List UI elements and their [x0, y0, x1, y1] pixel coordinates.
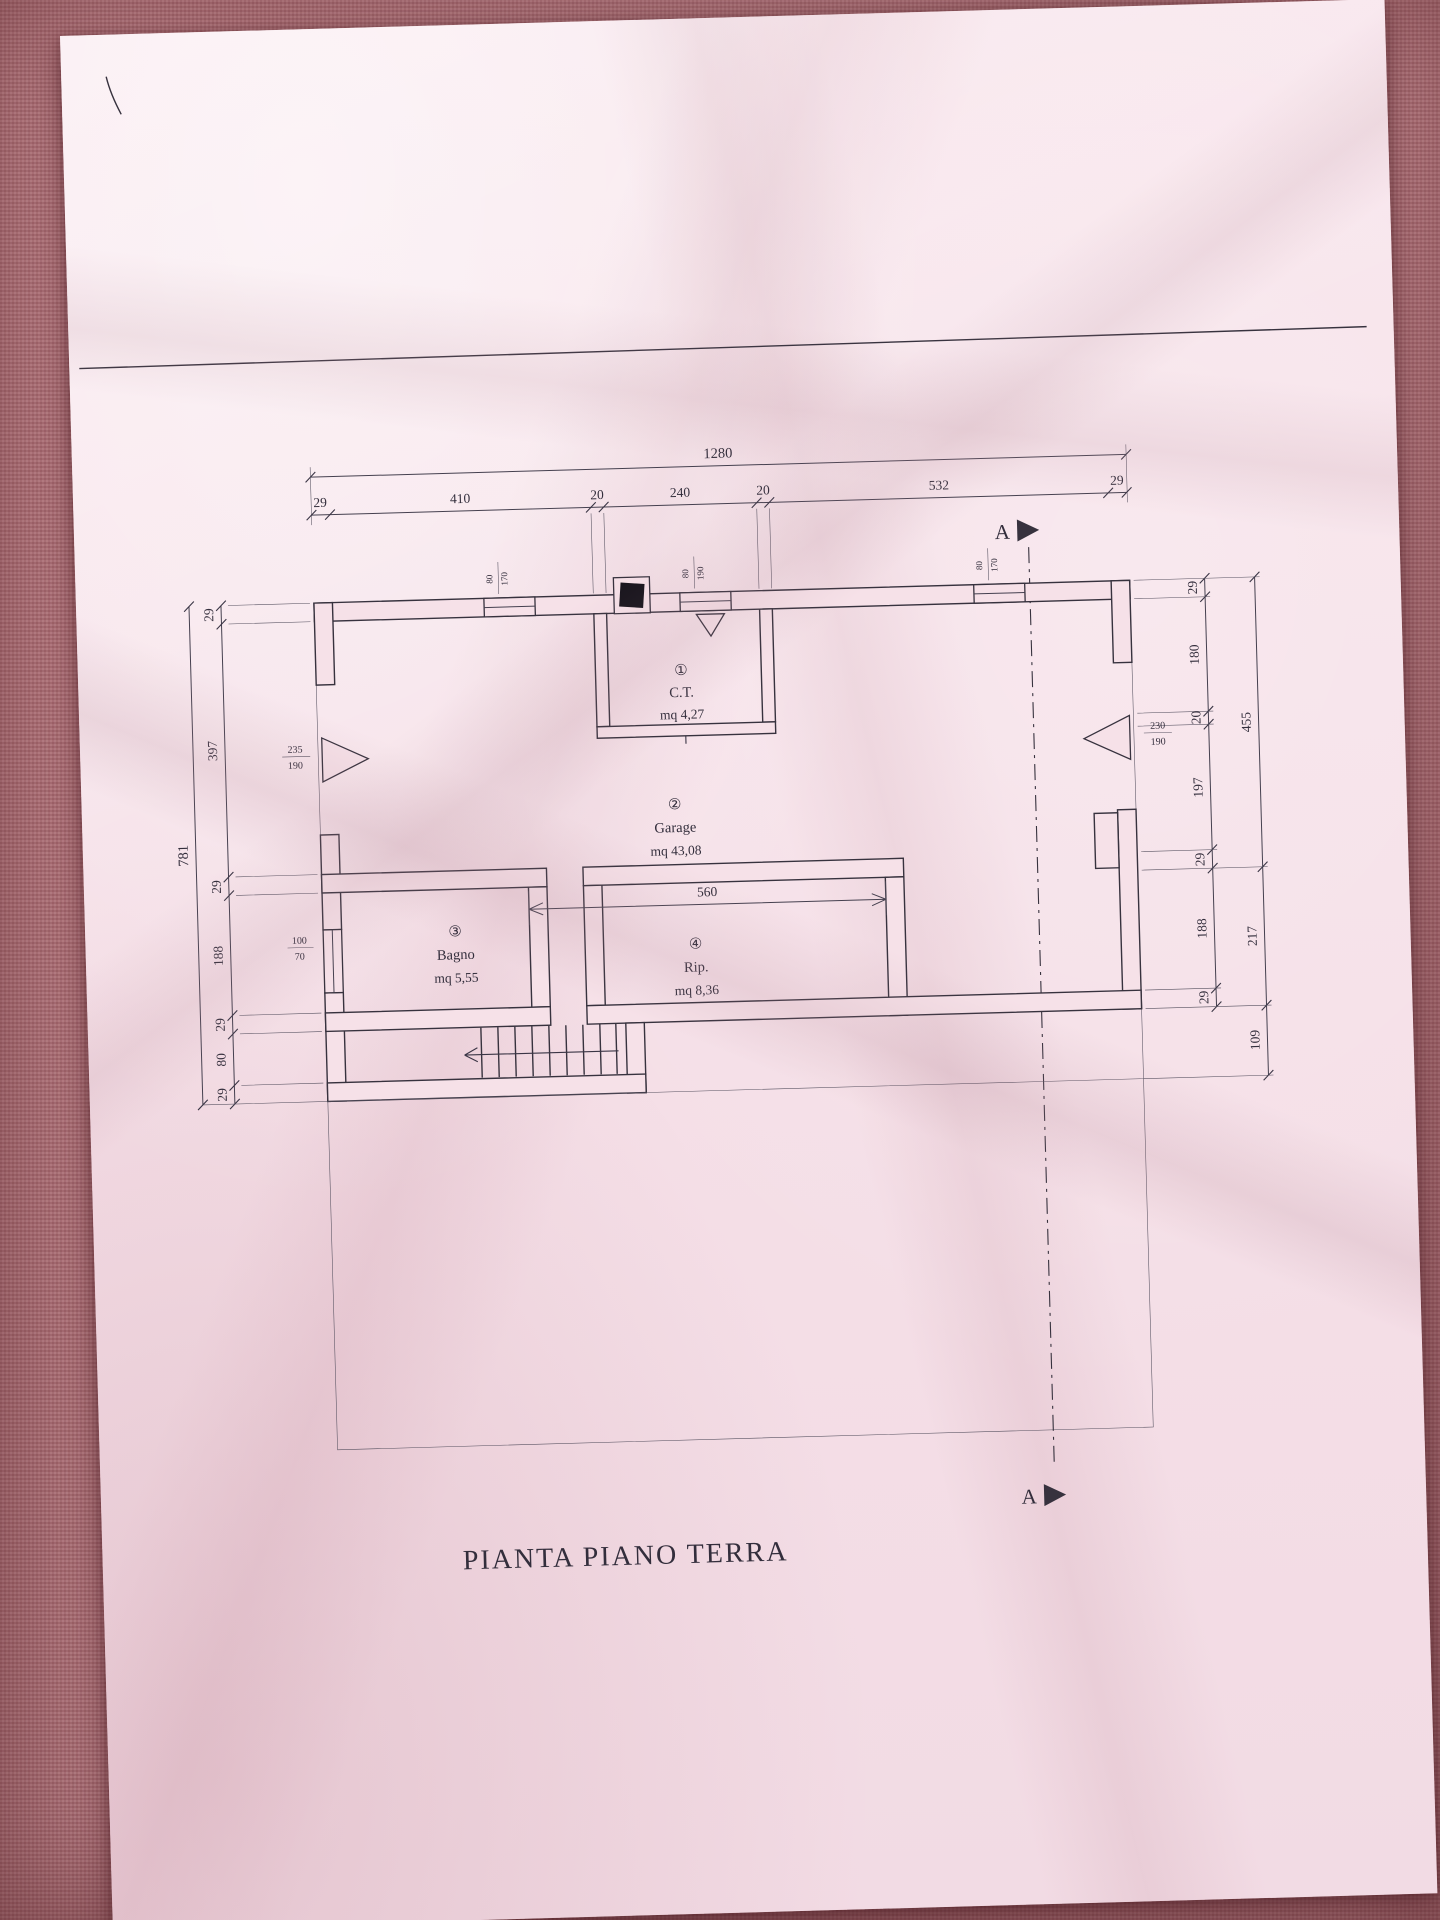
dim-right-outer: 217: [1244, 925, 1260, 946]
dim-rip-width: 560: [697, 884, 718, 900]
wall-rip-west: [582, 884, 606, 1007]
dim-top-seg: 532: [929, 477, 950, 493]
dim-left-seg: 29: [214, 1088, 229, 1102]
room-garage-area: mq 43,08: [650, 842, 702, 858]
dim-top-window1-h: 170: [499, 571, 509, 585]
dim-top-window2-h: 170: [989, 558, 999, 572]
paper-sheet: A A: [60, 0, 1438, 1920]
windows: [322, 582, 1026, 994]
wall-right-pier: [1093, 812, 1120, 870]
dim-right-seg: 29: [1185, 580, 1200, 594]
wall-ct-west: [593, 612, 611, 728]
wall-rip-east: [884, 876, 909, 1017]
dim-right-door-h: 190: [1150, 736, 1165, 747]
dim-top-seg: 20: [590, 487, 604, 502]
dim-ct-window-w: 80: [680, 569, 690, 579]
section-marker-top-label: A: [994, 520, 1011, 544]
wall-bottom: [326, 1073, 647, 1103]
dim-left-seg: 29: [212, 1018, 227, 1032]
dim-top-seg: 29: [313, 495, 327, 510]
wall-ct-south: [596, 721, 777, 739]
section-arrow-bottom-icon: [1043, 1484, 1067, 1507]
room-rip-area: mq 8,36: [675, 982, 720, 998]
section-marker-bottom-label: A: [1021, 1484, 1038, 1508]
room-ct-area: mq 4,27: [660, 706, 705, 722]
dim-left-door-w: 235: [287, 745, 302, 756]
dim-right-seg: 29: [1192, 852, 1207, 866]
pen-mark: [105, 76, 122, 115]
flue-fill-icon: [619, 582, 645, 608]
ct-vent-arrow-icon: [695, 612, 726, 638]
room-ct-name: C.T.: [669, 685, 694, 702]
dim-left-seg: 397: [205, 740, 221, 761]
room-bagno-area: mq 5,55: [434, 970, 479, 986]
wall-ct-east: [758, 608, 777, 723]
header-rule: [79, 325, 1367, 370]
room-garage-name: Garage: [654, 820, 696, 837]
dim-bagno-window-h: 70: [295, 952, 305, 963]
section-marker-top: A: [994, 519, 1040, 544]
dimensions-top: 1280 29 410 20 240 20 532 29: [305, 444, 1132, 594]
room-ct-number: ①: [674, 663, 688, 679]
wall-left-upper: [313, 601, 336, 686]
dim-right-seg: 188: [1194, 918, 1210, 939]
room-rip-number: ④: [689, 936, 703, 952]
room-rip-name: Rip.: [684, 959, 709, 976]
opening-arrows: [321, 612, 1132, 783]
walls: [313, 579, 1143, 1103]
opening-dimensions: 235 190 230 190 100 70 80 170 80 190 80: [282, 548, 1172, 963]
wall-bagno-top: [320, 867, 548, 894]
dim-left-seg: 29: [209, 880, 224, 894]
dim-right-seg: 197: [1190, 777, 1206, 798]
dim-top-seg: 20: [756, 482, 770, 497]
right-door-arrow-icon: [1082, 714, 1132, 761]
dim-top-window2-w: 80: [974, 560, 984, 570]
drawing-title: PIANTA PIANO TERRA: [462, 1536, 788, 1576]
dim-top-seg: 29: [1110, 472, 1124, 487]
dim-right-door-w: 230: [1150, 720, 1165, 731]
dimensions-left: 781 29 397 29 188 29 80 29: [176, 600, 324, 1111]
wall-rip-bottom: [586, 989, 1143, 1025]
dim-left-seg: 29: [201, 608, 216, 622]
dim-left-door-h: 190: [288, 761, 303, 772]
dim-left-seg: 80: [213, 1053, 228, 1067]
section-marker-bottom: A: [1021, 1484, 1067, 1509]
wall-rip-top: [582, 857, 905, 887]
stairs: [464, 1023, 619, 1078]
dim-top-window1-w: 80: [484, 574, 494, 584]
dim-top-seg: 240: [670, 485, 691, 501]
wall-right-lower: [1116, 808, 1143, 1010]
left-door-arrow-icon: [321, 736, 370, 783]
dimension-interior-560: 560: [528, 881, 887, 926]
dim-left-total: 781: [176, 845, 193, 867]
dim-right-seg: 29: [1196, 990, 1211, 1004]
wall-right-upper: [1110, 579, 1133, 664]
section-arrow-top-icon: [1016, 519, 1040, 542]
dim-right-outer: 109: [1247, 1029, 1263, 1050]
stair-direction-arrow-icon: [464, 1047, 619, 1063]
dim-right-outer: 455: [1238, 712, 1254, 733]
dim-bagno-window-w: 100: [292, 935, 307, 946]
dim-right-seg: 20: [1188, 710, 1203, 724]
room-labels: ① C.T. mq 4,27 ② Garage mq 43,08 ③ Bagno…: [434, 663, 720, 998]
flue-symbol: [612, 576, 652, 615]
dimensions-right: 29 180 20 197 29 188 29 455 217 109: [202, 571, 1274, 1106]
room-garage-number: ②: [668, 797, 682, 813]
dim-right-seg: 180: [1186, 644, 1202, 665]
dim-left-seg: 188: [210, 945, 226, 966]
stair-steps: [480, 1023, 618, 1078]
window-center-lines: [331, 591, 1025, 993]
room-bagno-name: Bagno: [437, 947, 475, 964]
wall-bagno-bottom: [324, 1005, 552, 1033]
room-bagno-number: ③: [448, 924, 462, 940]
dim-top-total: 1280: [703, 445, 732, 462]
dim-top-seg: 410: [450, 491, 471, 507]
floor-plan-svg: A A: [79, 76, 1367, 1576]
dim-ct-window-h: 190: [695, 566, 705, 580]
